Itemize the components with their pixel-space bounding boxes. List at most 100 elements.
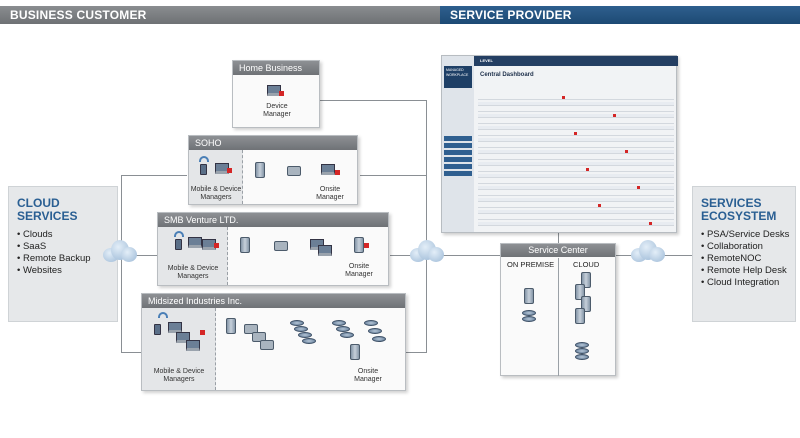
database-icon bbox=[372, 336, 386, 342]
dashboard-row bbox=[478, 204, 674, 208]
dashboard-row bbox=[478, 108, 674, 112]
server-icon bbox=[255, 162, 265, 178]
business-customer-banner: BUSINESS CUSTOMER bbox=[0, 6, 440, 24]
cloud-icon bbox=[631, 240, 665, 264]
dashboard-logo-text: MANAGED bbox=[446, 68, 464, 72]
column-divider bbox=[558, 258, 559, 376]
mobile-managers-label: Mobile & Device bbox=[190, 186, 242, 193]
connector-line bbox=[406, 352, 427, 353]
onsite-manager-label-2: Manager bbox=[345, 271, 373, 278]
dashboard-nav-tab bbox=[444, 150, 472, 155]
connector-line bbox=[121, 175, 122, 352]
status-marker bbox=[649, 222, 652, 225]
alert-tag-icon bbox=[214, 243, 219, 248]
dashboard-nav-tab bbox=[444, 143, 472, 148]
server-icon bbox=[581, 272, 591, 288]
dashboard-row bbox=[478, 216, 674, 220]
laptop-icon bbox=[310, 239, 324, 250]
laptop-icon bbox=[318, 245, 332, 256]
connector-line bbox=[426, 100, 427, 352]
smb-venture-panel: SMB Venture LTD. Mobile & Device Manager… bbox=[157, 212, 389, 286]
managers-area bbox=[158, 227, 228, 285]
status-marker bbox=[637, 186, 640, 189]
database-icon bbox=[522, 316, 536, 322]
cloud-icon bbox=[103, 240, 137, 264]
mobile-managers-label-2: Managers bbox=[200, 194, 232, 201]
printer-icon bbox=[252, 332, 266, 342]
list-item: Remote Help Desk bbox=[701, 265, 795, 277]
mobile-managers-label-2: Managers bbox=[177, 273, 209, 280]
dashboard-title: Central Dashboard bbox=[480, 72, 534, 78]
dashboard-nav-tab bbox=[444, 157, 472, 162]
dashboard-row bbox=[478, 150, 674, 154]
cloud-icon bbox=[410, 240, 444, 264]
laptop-icon bbox=[168, 322, 182, 333]
status-marker bbox=[574, 132, 577, 135]
panel-title: Midsized Industries Inc. bbox=[142, 294, 405, 308]
status-marker bbox=[613, 114, 616, 117]
dashboard-row bbox=[478, 210, 674, 214]
server-icon bbox=[575, 284, 585, 300]
service-center-title: Service Center bbox=[501, 244, 615, 257]
dashboard-row bbox=[478, 186, 674, 190]
device-manager-label-2: Manager bbox=[263, 111, 291, 118]
dashboard-row bbox=[478, 168, 674, 172]
dashboard-row bbox=[478, 144, 674, 148]
dashboard-row bbox=[478, 174, 674, 178]
server-icon bbox=[524, 288, 534, 304]
status-marker bbox=[625, 150, 628, 153]
connector-line bbox=[558, 233, 559, 243]
panel-title: Home Business bbox=[233, 61, 319, 75]
onsite-manager-label: Onsite bbox=[348, 263, 370, 270]
alert-tag-icon bbox=[335, 170, 340, 175]
list-item: Collaboration bbox=[701, 241, 795, 253]
managers-area bbox=[142, 308, 216, 390]
printer-icon bbox=[244, 324, 258, 334]
connector-line bbox=[320, 100, 427, 101]
list-item: PSA/Service Desks bbox=[701, 229, 795, 241]
dashboard-logo-text-2: WORKPLACE bbox=[446, 73, 469, 77]
server-icon bbox=[350, 344, 360, 360]
mobile-managers-label: Mobile & Device bbox=[153, 368, 205, 375]
dashboard-brand: LEVEL bbox=[480, 58, 493, 63]
list-item: Remote Backup bbox=[17, 253, 117, 265]
laptop-icon bbox=[188, 237, 202, 248]
list-item: Clouds bbox=[17, 229, 117, 241]
dashboard-row bbox=[478, 162, 674, 166]
midsized-industries-panel: Midsized Industries Inc. Mobile & Device… bbox=[141, 293, 406, 391]
printer-icon bbox=[274, 241, 288, 251]
connector-line bbox=[360, 175, 427, 176]
cloud-column-label: CLOUD bbox=[573, 260, 600, 269]
alert-tag-icon bbox=[364, 243, 369, 248]
status-marker bbox=[598, 204, 601, 207]
managers-area bbox=[189, 150, 243, 204]
wifi-icon bbox=[174, 231, 184, 237]
dashboard-row bbox=[478, 138, 674, 142]
panel-title: SOHO bbox=[189, 136, 357, 150]
wifi-icon bbox=[158, 312, 168, 318]
server-icon bbox=[240, 237, 250, 253]
dashboard-row bbox=[478, 102, 674, 106]
onsite-manager-label: Onsite bbox=[357, 368, 379, 375]
cloud-services-title-2: SERVICES bbox=[17, 209, 78, 223]
database-icon bbox=[340, 332, 354, 338]
services-ecosystem-title-2: ECOSYSTEM bbox=[701, 209, 777, 223]
connector-line bbox=[121, 352, 141, 353]
dashboard-row bbox=[478, 198, 674, 202]
onsite-manager-label-2: Manager bbox=[316, 194, 344, 201]
wifi-icon bbox=[199, 156, 209, 162]
database-icon bbox=[364, 320, 378, 326]
server-icon bbox=[581, 296, 591, 312]
alert-tag-icon bbox=[279, 91, 284, 96]
list-item: SaaS bbox=[17, 241, 117, 253]
phone-icon bbox=[200, 164, 207, 175]
laptop-icon bbox=[176, 332, 190, 343]
dashboard-nav-tab bbox=[444, 136, 472, 141]
dashboard-logo: MANAGED WORKPLACE bbox=[444, 66, 472, 88]
list-item: Cloud Integration bbox=[701, 277, 795, 289]
dashboard-row bbox=[478, 222, 674, 226]
dashboard-row bbox=[478, 132, 674, 136]
panel-title: SMB Venture LTD. bbox=[158, 213, 388, 227]
printer-icon bbox=[260, 340, 274, 350]
service-center-panel: Service Center ON PREMISE CLOUD bbox=[500, 243, 616, 376]
